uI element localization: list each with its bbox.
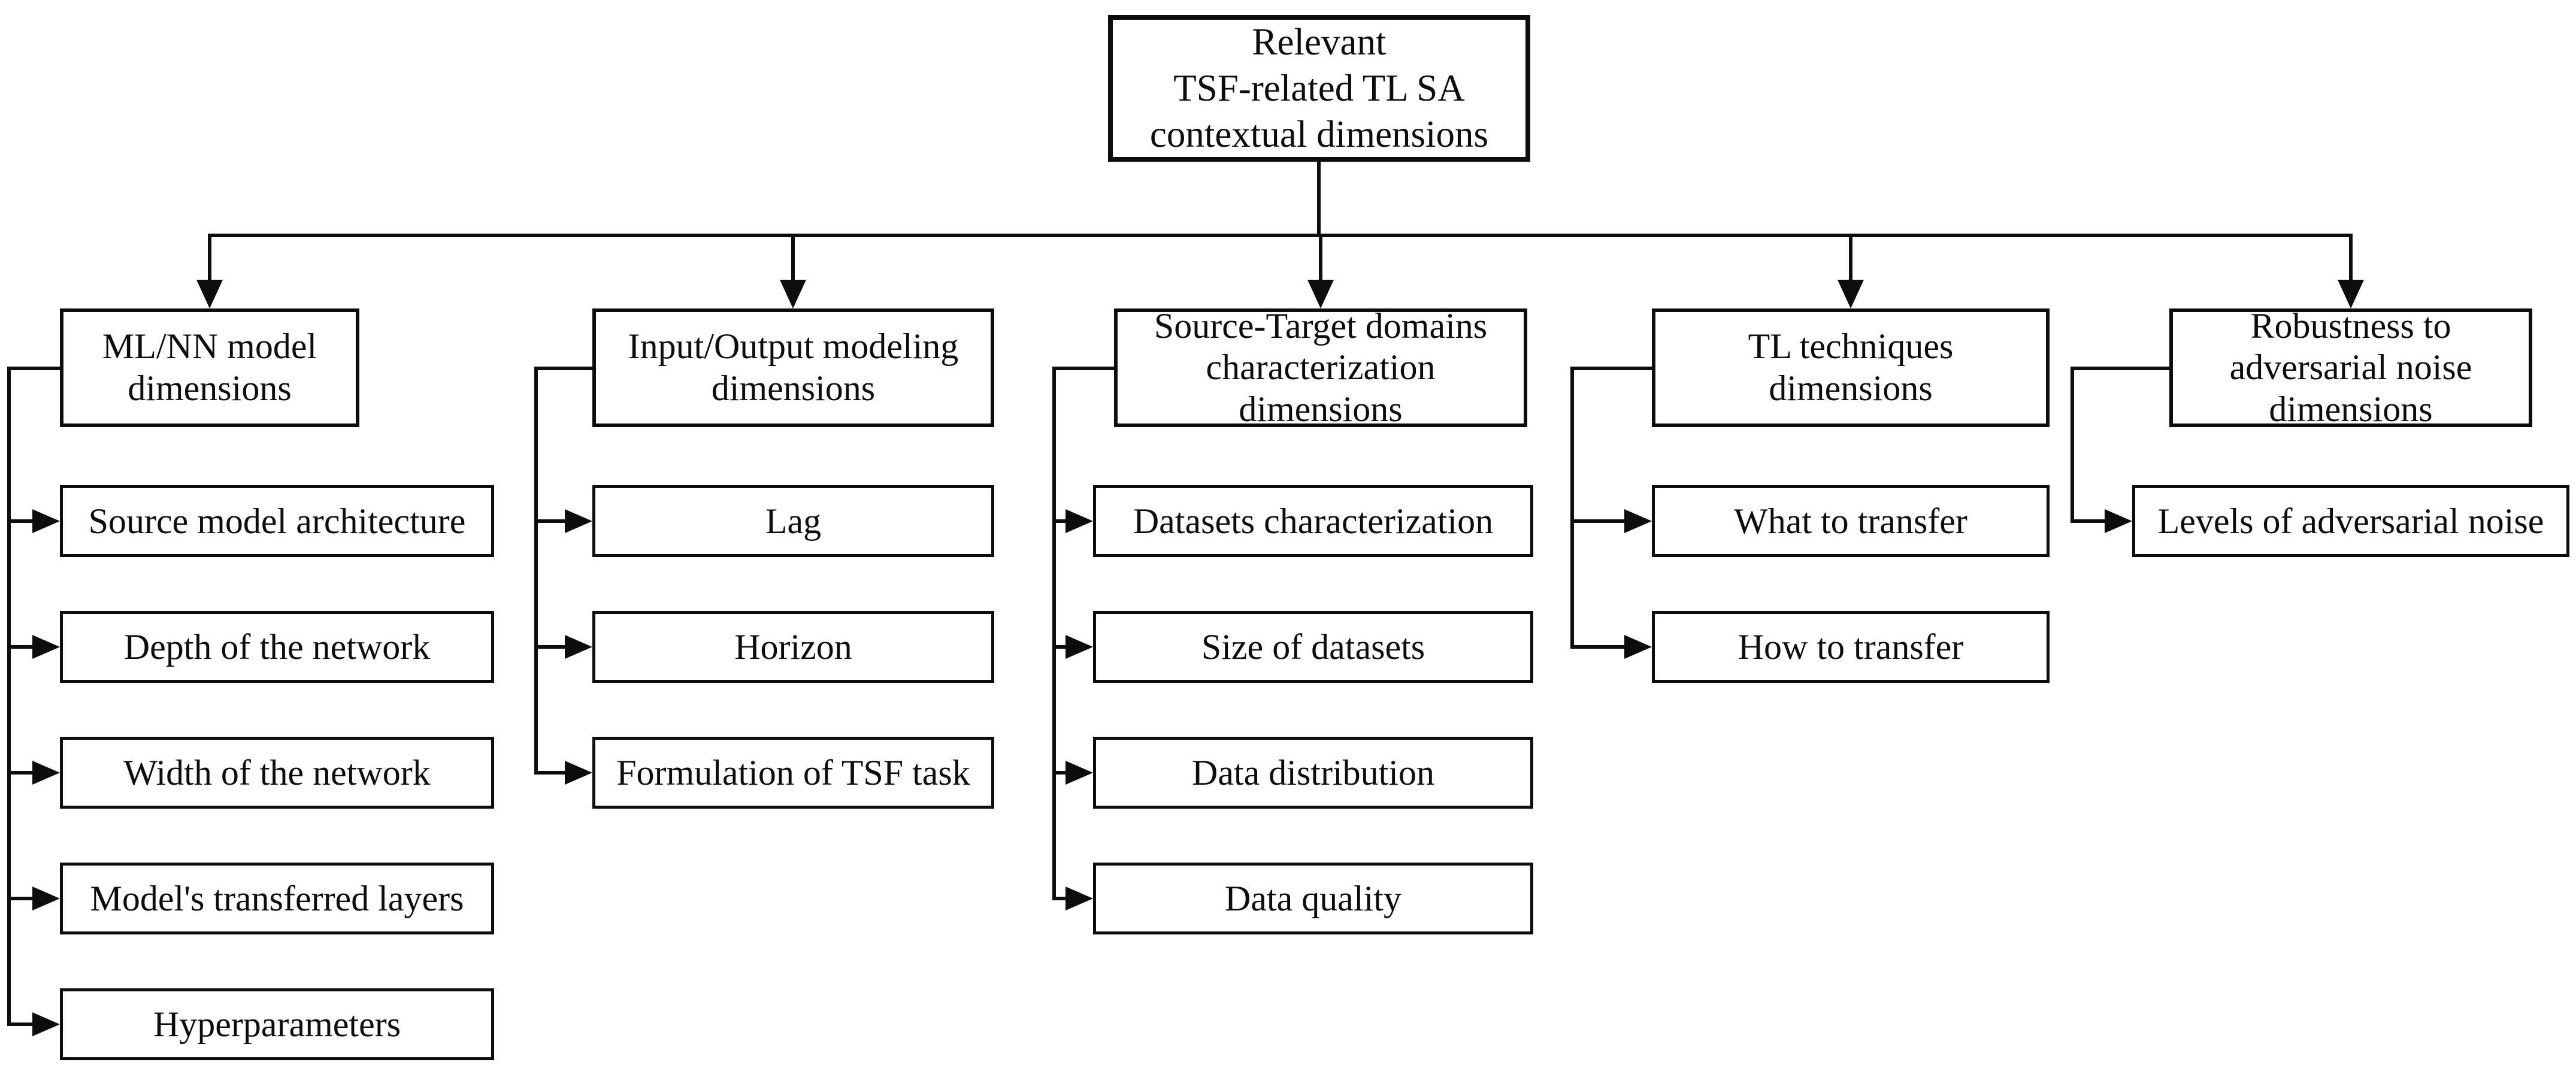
connector-line (534, 519, 566, 523)
arrowhead-down-icon (196, 280, 223, 308)
connector-line (2071, 367, 2074, 523)
arrowhead-down-icon (1307, 280, 1334, 308)
connector-line (7, 897, 34, 900)
child-node-ml-nn-model-3: Model's transferred layers (60, 863, 494, 934)
connector-line (1317, 161, 1321, 237)
branch-node-robustness-adversarial-noise: Robustness to adversarial noise dimensio… (2169, 306, 2532, 429)
child-node-tl-techniques-0: What to transfer (1652, 485, 2050, 557)
connector-line (1570, 367, 1652, 370)
arrowhead-right-icon (1065, 509, 1093, 533)
branch-node-ml-nn-model: ML/NN model dimensions (60, 308, 359, 427)
arrowhead-right-icon (32, 635, 60, 659)
connector-line (1052, 367, 1114, 370)
child-node-source-target-domains-2: Data distribution (1093, 737, 1533, 809)
child-node-source-target-domains-0: Datasets characterization (1093, 485, 1533, 557)
child-node-ml-nn-model-4: Hyperparameters (60, 988, 494, 1060)
connector-line (208, 234, 211, 282)
child-node-input-output-modeling-1: Horizon (592, 611, 994, 683)
connector-line (7, 1023, 34, 1026)
connector-line (1570, 519, 1625, 523)
connector-line (7, 645, 34, 649)
root-node: Relevant TSF-related TL SA contextual di… (1108, 15, 1530, 162)
connector-line (534, 771, 566, 775)
connector-line (1052, 897, 1067, 900)
child-node-source-target-domains-3: Data quality (1093, 863, 1533, 934)
connector-line (1052, 645, 1067, 649)
child-node-tl-techniques-1: How to transfer (1652, 611, 2050, 683)
child-node-ml-nn-model-0: Source model architecture (60, 485, 494, 557)
connector-line (7, 519, 34, 523)
connector-line (2071, 367, 2169, 370)
arrowhead-down-icon (2338, 280, 2364, 308)
arrowhead-right-icon (2105, 509, 2132, 533)
branch-node-source-target-domains: Source-Target domains characterization d… (1114, 306, 1527, 429)
child-node-ml-nn-model-1: Depth of the network (60, 611, 494, 683)
arrowhead-down-icon (1838, 280, 1864, 308)
connector-line (534, 367, 592, 370)
child-node-input-output-modeling-0: Lag (592, 485, 994, 557)
connector-line (2071, 519, 2106, 523)
connector-line (1319, 234, 1322, 282)
connector-line (208, 234, 2353, 237)
arrowhead-right-icon (1065, 635, 1093, 659)
branch-node-tl-techniques: TL techniques dimensions (1652, 308, 2050, 427)
connector-line (1570, 645, 1625, 649)
branch-node-input-output-modeling: Input/Output modeling dimensions (592, 308, 994, 427)
connector-line (534, 645, 566, 649)
connector-line (1849, 234, 1852, 282)
connector-line (1052, 367, 1056, 900)
connector-line (1052, 519, 1067, 523)
arrowhead-right-icon (32, 1012, 60, 1036)
arrowhead-right-icon (32, 887, 60, 910)
connector-line (791, 234, 795, 282)
arrowhead-right-icon (32, 761, 60, 785)
connector-line (1052, 771, 1067, 775)
arrowhead-right-icon (565, 761, 592, 785)
arrowhead-right-icon (565, 509, 592, 533)
arrowhead-right-icon (1065, 761, 1093, 785)
connector-line (7, 367, 11, 1026)
connector-line (7, 367, 60, 370)
connector-line (534, 367, 538, 775)
child-node-source-target-domains-1: Size of datasets (1093, 611, 1533, 683)
arrowhead-right-icon (1065, 887, 1093, 910)
arrowhead-right-icon (1624, 509, 1652, 533)
arrowhead-right-icon (565, 635, 592, 659)
arrowhead-right-icon (1624, 635, 1652, 659)
arrowhead-right-icon (32, 509, 60, 533)
child-node-ml-nn-model-2: Width of the network (60, 737, 494, 809)
connector-line (7, 771, 34, 775)
child-node-input-output-modeling-2: Formulation of TSF task (592, 737, 994, 809)
connector-line (2349, 234, 2353, 282)
child-node-robustness-adversarial-noise-0: Levels of adversarial noise (2132, 485, 2569, 557)
connector-line (1570, 367, 1574, 649)
arrowhead-down-icon (780, 280, 806, 308)
